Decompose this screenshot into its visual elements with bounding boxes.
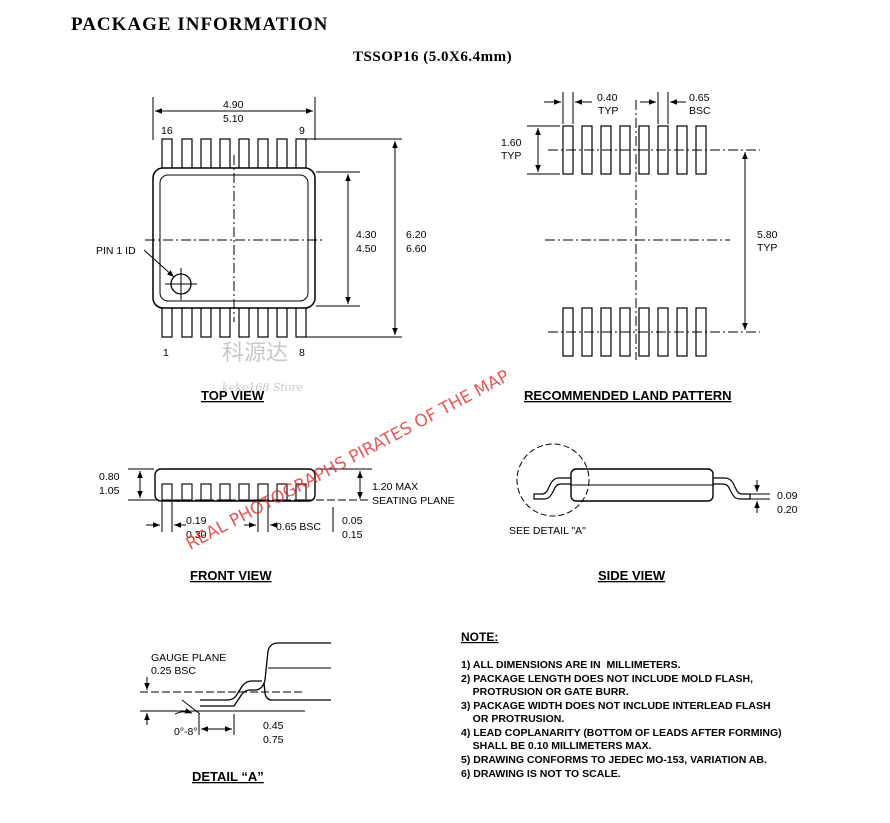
detail-a-title: DETAIL “A” bbox=[192, 769, 264, 784]
lead-angle-label: 0°-8° bbox=[174, 726, 198, 738]
pitch-bsc-label: BSC bbox=[689, 105, 711, 117]
see-detail-label: SEE DETAIL "A" bbox=[509, 525, 586, 537]
note-line: 3) PACKAGE WIDTH DOES NOT INCLUDE INTERL… bbox=[461, 700, 771, 712]
pad-length-typ-label: TYP bbox=[501, 150, 521, 162]
span-typ-label: TYP bbox=[757, 242, 777, 254]
lead-thickness-max-label: 0.20 bbox=[777, 504, 798, 516]
front-height-max-label: 1.05 bbox=[99, 485, 120, 497]
top-view-title: TOP VIEW bbox=[201, 388, 265, 403]
front-view-body bbox=[154, 468, 316, 502]
note-line: 4) LEAD COPLANARITY (BOTTOM OF LEADS AFT… bbox=[461, 727, 782, 739]
note-line: PROTRUSION OR GATE BURR. bbox=[461, 686, 629, 698]
pin1-label: 1 bbox=[163, 347, 169, 359]
body-width-max-label: 4.50 bbox=[356, 243, 377, 255]
land-pattern: 0.40 TYP 0.65 BSC 1.60 TYP 5.80 TYP RECO… bbox=[501, 92, 778, 403]
front-pitch-label: 0.65 BSC bbox=[276, 521, 321, 533]
side-view: SEE DETAIL "A" 0.09 0.20 SIDE VIEW bbox=[509, 443, 798, 583]
page-title: PACKAGE INFORMATION bbox=[71, 14, 329, 35]
note-line: 2) PACKAGE LENGTH DOES NOT INCLUDE MOLD … bbox=[461, 673, 753, 685]
front-height-min-label: 0.80 bbox=[99, 471, 120, 483]
detail-a: GAUGE PLANE 0.25 BSC 0°-8° 0.45 0.75 DET… bbox=[140, 642, 331, 784]
max-height-label: 1.20 MAX bbox=[372, 481, 418, 493]
pad-width-typ-label: TYP bbox=[598, 105, 618, 117]
front-view-title: FRONT VIEW bbox=[190, 568, 272, 583]
note-line: SHALL BE 0.10 MILLIMETERS MAX. bbox=[461, 740, 652, 752]
body-width-min-label: 4.30 bbox=[356, 229, 377, 241]
note-line: 1) ALL DIMENSIONS ARE IN MILLIMETERS. bbox=[461, 659, 681, 671]
span-label: 5.80 bbox=[757, 229, 778, 241]
foot-length-max-label: 0.75 bbox=[263, 734, 284, 746]
gauge-bsc-label: 0.25 BSC bbox=[151, 665, 196, 677]
notes: NOTE: 1) ALL DIMENSIONS ARE IN MILLIMETE… bbox=[461, 630, 782, 780]
pitch-label: 0.65 bbox=[689, 92, 710, 104]
foot-length-min-label: 0.45 bbox=[263, 720, 284, 732]
seating-plane-label: SEATING PLANE bbox=[372, 495, 455, 507]
front-view: 0.80 1.05 1.20 MAX SEATING PLANE 0.19 0.… bbox=[99, 468, 455, 583]
pad-width-label: 0.40 bbox=[597, 92, 618, 104]
pin9-label: 9 bbox=[299, 125, 305, 137]
pin1-id-label: PIN 1 ID bbox=[96, 245, 136, 257]
notes-title: NOTE: bbox=[461, 630, 498, 644]
length-max-label: 5.10 bbox=[223, 113, 244, 125]
lead-width-min-label: 0.19 bbox=[186, 515, 207, 527]
land-pattern-title: RECOMMENDED LAND PATTERN bbox=[524, 388, 732, 403]
standoff-min-label: 0.05 bbox=[342, 515, 363, 527]
lead-width-max-label: 0.30 bbox=[186, 529, 207, 541]
total-width-max-label: 6.60 bbox=[406, 243, 427, 255]
note-line: 5) DRAWING CONFORMS TO JEDEC MO-153, VAR… bbox=[461, 754, 767, 766]
total-width-min-label: 6.20 bbox=[406, 229, 427, 241]
top-view: 4.90 5.10 16 9 1 8 PIN 1 ID 4.30 4.50 6.… bbox=[96, 97, 427, 403]
store-watermark-en: keke168 Store bbox=[222, 381, 304, 394]
note-line: 6) DRAWING IS NOT TO SCALE. bbox=[461, 768, 621, 780]
side-view-title: SIDE VIEW bbox=[598, 568, 666, 583]
gauge-plane-label: GAUGE PLANE bbox=[151, 652, 226, 664]
pin8-label: 8 bbox=[299, 347, 305, 359]
note-line: OR PROTRUSION. bbox=[461, 713, 564, 725]
pin16-label: 16 bbox=[161, 125, 173, 137]
store-watermark-cn: 科源达 bbox=[222, 341, 288, 366]
lead-thickness-min-label: 0.09 bbox=[777, 490, 798, 502]
length-min-label: 4.90 bbox=[223, 99, 244, 111]
package-subtitle: TSSOP16 (5.0X6.4mm) bbox=[353, 49, 513, 65]
detail-a-callout bbox=[516, 443, 590, 517]
standoff-max-label: 0.15 bbox=[342, 529, 363, 541]
pad-length-label: 1.60 bbox=[501, 137, 522, 149]
